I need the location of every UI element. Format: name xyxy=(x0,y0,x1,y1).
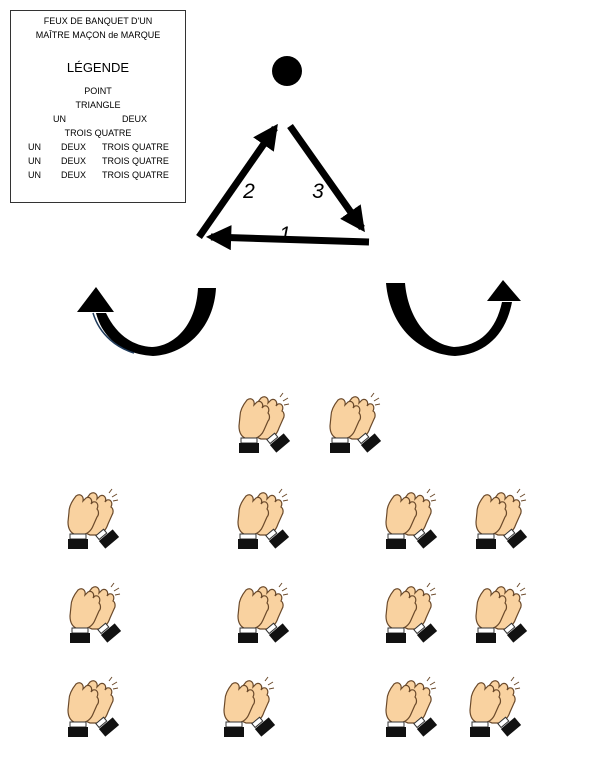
arrow-2 xyxy=(196,123,278,240)
legend-triangle: TRIANGLE xyxy=(75,100,121,110)
clapping-hands-icon xyxy=(385,488,438,549)
legend-row-cell: QUATRE xyxy=(132,156,169,166)
legend-row-cell: DEUX xyxy=(61,156,87,166)
clapping-hands-icon xyxy=(237,488,290,549)
clapping-hands-icon xyxy=(469,676,522,737)
legend-heading: LÉGENDE xyxy=(66,60,130,75)
legend-un: UN xyxy=(53,114,66,124)
arrow-3 xyxy=(287,123,365,233)
clapping-hands-icon xyxy=(67,676,120,737)
arrow-label-1: 1 xyxy=(279,223,291,246)
clapping-hands-icon xyxy=(237,582,290,643)
legend-row-cell: UN xyxy=(28,142,41,152)
curved-arrow-left-icon xyxy=(77,287,216,356)
legend-deux: DEUX xyxy=(122,114,148,124)
clapping-hands-icon xyxy=(385,582,438,643)
legend-trois-quatre: TROIS QUATRE xyxy=(64,128,132,138)
legend-row-cell: TROIS xyxy=(102,170,130,180)
clapping-hands-icon xyxy=(385,676,438,737)
clapping-hands-icon xyxy=(475,488,528,549)
arrow-label-3: 3 xyxy=(312,180,324,203)
legend-box: FEUX DE BANQUET D'UN MAÎTRE MAÇON de MAR… xyxy=(10,10,186,203)
dot-icon xyxy=(272,56,302,86)
legend-point: POINT xyxy=(84,86,112,96)
clapping-hands-icon xyxy=(67,488,120,549)
legend-row-cell: QUATRE xyxy=(132,170,169,180)
legend-title-line-1: FEUX DE BANQUET D'UN xyxy=(43,16,153,26)
arrow-1 xyxy=(205,225,370,251)
legend-row-cell: UN xyxy=(28,156,41,166)
legend-row-cell: DEUX xyxy=(61,170,87,180)
legend-row-cell: UN xyxy=(28,170,41,180)
legend-row-cell: TROIS xyxy=(102,142,130,152)
clapping-hands-icon xyxy=(223,676,276,737)
curved-arrow-right-icon xyxy=(386,280,521,356)
legend-row-cell: TROIS xyxy=(102,156,130,166)
legend-title-line-2: MAÎTRE MAÇON de MARQUE xyxy=(35,30,161,40)
clapping-hands-icon xyxy=(329,392,382,453)
triangle-diagram: 1 2 3 xyxy=(77,56,521,356)
clapping-hands-icon xyxy=(475,582,528,643)
legend-row-cell: QUATRE xyxy=(132,142,169,152)
triangle-arrow-icon xyxy=(196,123,370,251)
legend-row-cell: DEUX xyxy=(61,142,87,152)
arrow-label-2: 2 xyxy=(242,180,255,203)
clapping-hands-icon xyxy=(238,392,291,453)
clapping-hands-icon xyxy=(69,582,122,643)
